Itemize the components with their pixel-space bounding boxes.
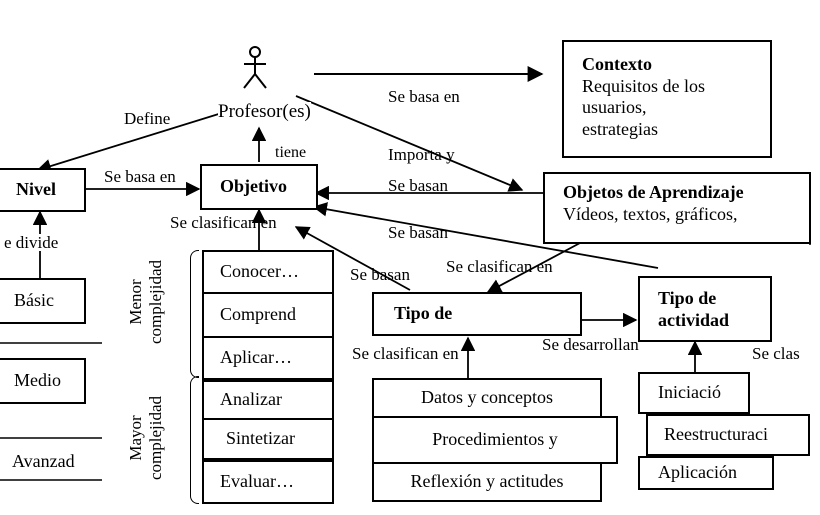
contexto-title: Contexto bbox=[582, 54, 652, 74]
tipo-actividad-line: Tipo de bbox=[658, 288, 717, 308]
bloom-level-analizar: Analizar bbox=[202, 380, 334, 420]
objetos-node: Objetos de Aprendizaje Vídeos, textos, g… bbox=[543, 172, 811, 244]
nivel-node: Nivel bbox=[0, 168, 86, 212]
actividad-iniciacion: Iniciació bbox=[638, 372, 750, 414]
nivel-level-avanzado: Avanzad bbox=[12, 451, 75, 471]
tipo-actividad-line: actividad bbox=[658, 309, 730, 330]
tipo-actividad-node: Tipo de actividad bbox=[638, 276, 772, 342]
edge-label-se-basan-2: Se basan bbox=[388, 223, 448, 242]
contenido-procedimientos: Procedimientos y bbox=[372, 416, 618, 464]
actor-label: Profesor(es) bbox=[218, 101, 311, 122]
objetos-title: Objetos de Aprendizaje bbox=[563, 182, 744, 202]
edge-label-se-divide: e divide bbox=[4, 233, 59, 252]
edge-label-tiene: tiene bbox=[275, 144, 307, 161]
contexto-line: estrategias bbox=[582, 118, 658, 139]
arrow-tipo-objetivo bbox=[294, 226, 411, 291]
bloom-level-sintetizar: Sintetizar bbox=[202, 418, 334, 460]
complexity-panel-menor bbox=[102, 236, 188, 364]
bloom-level-aplicar: Aplicar… bbox=[202, 336, 334, 380]
edge-label-importa-y: Importa y bbox=[388, 145, 455, 164]
contexto-line: usuarios, bbox=[582, 97, 647, 118]
stick-figure-icon bbox=[243, 46, 267, 89]
edge-label-se-basan-1: Se basan bbox=[388, 176, 448, 195]
edge-label-se-clasifican-en-bottom: Se clasifican en bbox=[352, 344, 459, 363]
actividad-aplicacion: Aplicación bbox=[638, 456, 774, 490]
edge-label-se-clasifican-en-objetivo: Se clasifican en bbox=[170, 213, 277, 232]
nivel-level-basic: Básic bbox=[0, 278, 86, 324]
contexto-line: Requisitos de los bbox=[582, 75, 706, 96]
objetos-subtitle: Vídeos, textos, gráficos, bbox=[563, 203, 738, 224]
edge-label-se-clas: Se clas bbox=[752, 344, 800, 363]
contenido-reflexion: Reflexión y actitudes bbox=[372, 462, 602, 502]
bloom-level-conocer: Conocer… bbox=[202, 250, 334, 294]
arrow-objetos-tipo bbox=[486, 242, 581, 293]
arrow-profesor-objetos bbox=[295, 95, 524, 192]
edge-label-se-clasifican-en-tipo: Se clasifican en bbox=[446, 257, 553, 276]
bloom-level-comprender: Comprend bbox=[202, 292, 334, 338]
contexto-node: Contexto Requisitos de los usuarios, est… bbox=[562, 40, 772, 158]
objetivo-node: Objetivo bbox=[200, 164, 318, 210]
brace-menor bbox=[190, 250, 199, 378]
edge-label-se-basa-en-top: Se basa en bbox=[388, 87, 460, 106]
edge-label-se-desarrollan: Se desarrollan bbox=[542, 335, 639, 354]
bloom-level-evaluar: Evaluar… bbox=[202, 460, 334, 504]
complexity-panel-mayor bbox=[102, 372, 188, 502]
contenido-datos: Datos y conceptos bbox=[372, 378, 602, 418]
edge-label-define: Define bbox=[124, 109, 171, 128]
brace-mayor bbox=[190, 376, 199, 504]
arrow-profesor-nivel bbox=[36, 107, 239, 174]
tipo-de-node: Tipo de bbox=[372, 292, 582, 336]
nivel-level-medio: Medio bbox=[0, 358, 86, 404]
actividad-reestructuracion: Reestructuraci bbox=[646, 414, 810, 456]
edge-label-se-basa-en-left: Se basa en bbox=[104, 167, 176, 186]
arrow-actividad-objetivo bbox=[312, 202, 659, 269]
edge-label-se-basan-3: Se basan bbox=[350, 265, 410, 284]
